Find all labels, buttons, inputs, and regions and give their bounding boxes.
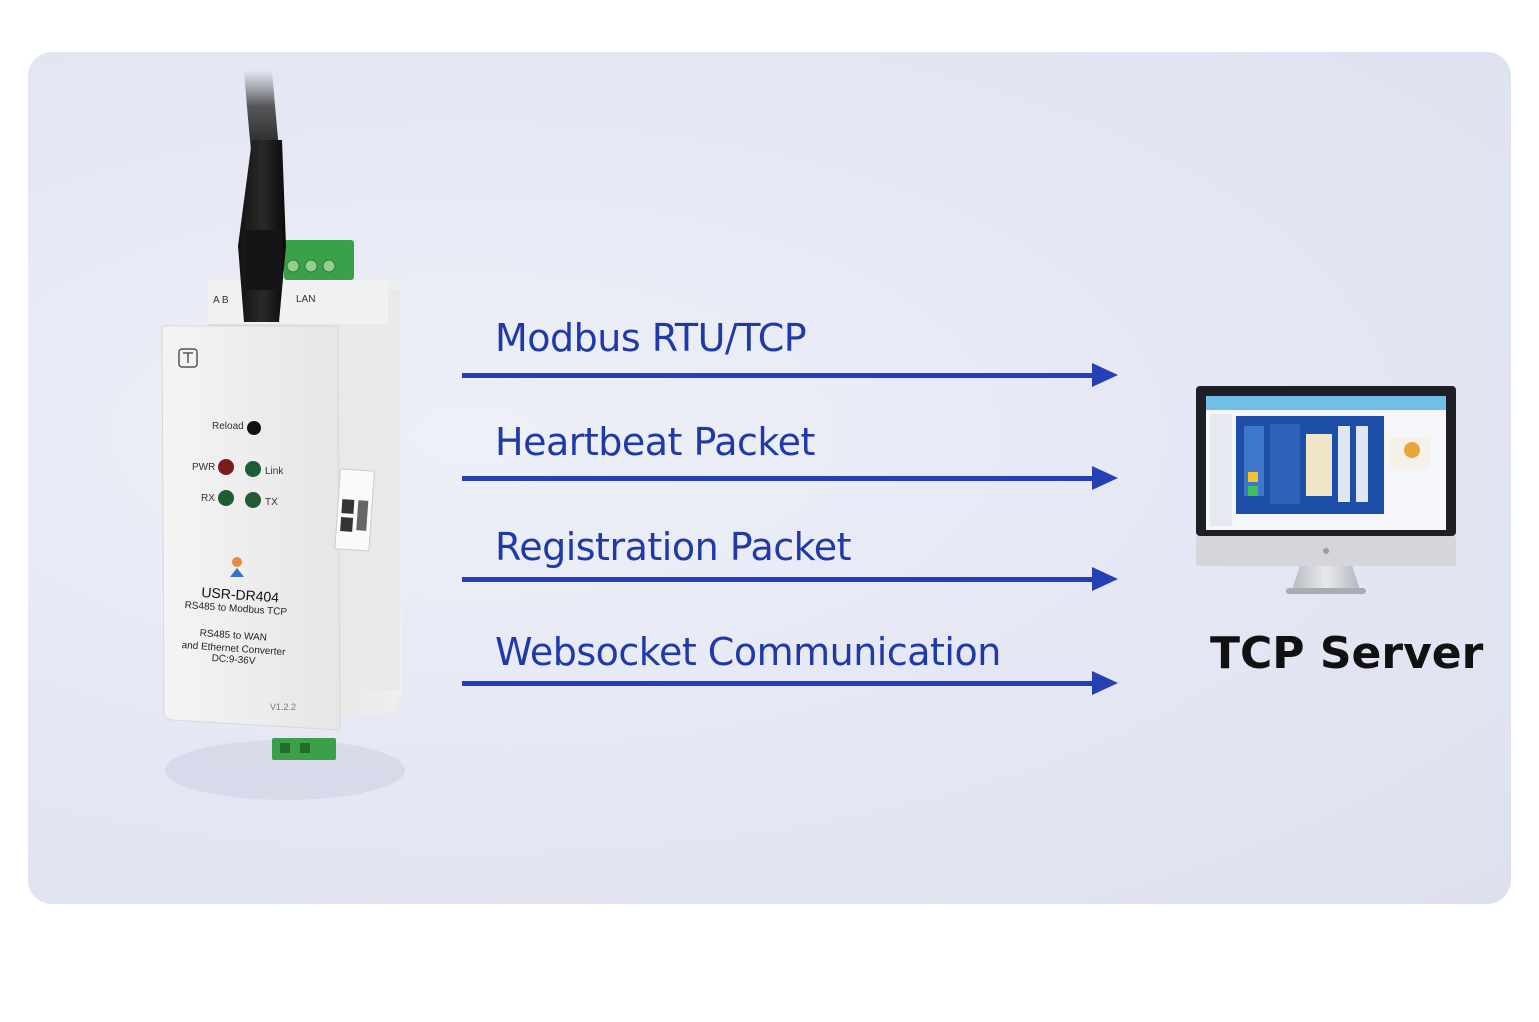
reload-label: Reload — [212, 421, 244, 432]
terminal-label: A B — [213, 295, 229, 306]
flow-arrow-line — [462, 681, 1102, 686]
rx-label: RX — [201, 493, 215, 504]
pwr-label: PWR — [192, 462, 216, 473]
lan-label: LAN — [296, 294, 316, 305]
flow-label: Websocket Communication — [495, 630, 1001, 674]
arrow-right-icon — [1092, 567, 1118, 591]
flow-arrow-line — [462, 476, 1102, 481]
tcp-server-label: TCP Server — [1210, 628, 1484, 679]
arrow-right-icon — [1092, 671, 1118, 695]
flow-label: Modbus RTU/TCP — [495, 316, 807, 360]
monitor-icon — [1196, 386, 1456, 594]
arrow-right-icon — [1092, 466, 1118, 490]
flow-arrow-line — [462, 373, 1102, 378]
arrow-right-icon — [1092, 363, 1118, 387]
device-version: V1.2.2 — [270, 702, 297, 712]
flow-arrow-line — [462, 577, 1102, 582]
flow-label: Registration Packet — [495, 525, 852, 569]
tx-label: TX — [265, 497, 278, 508]
link-label: Link — [265, 466, 284, 477]
flow-label: Heartbeat Packet — [495, 420, 815, 464]
